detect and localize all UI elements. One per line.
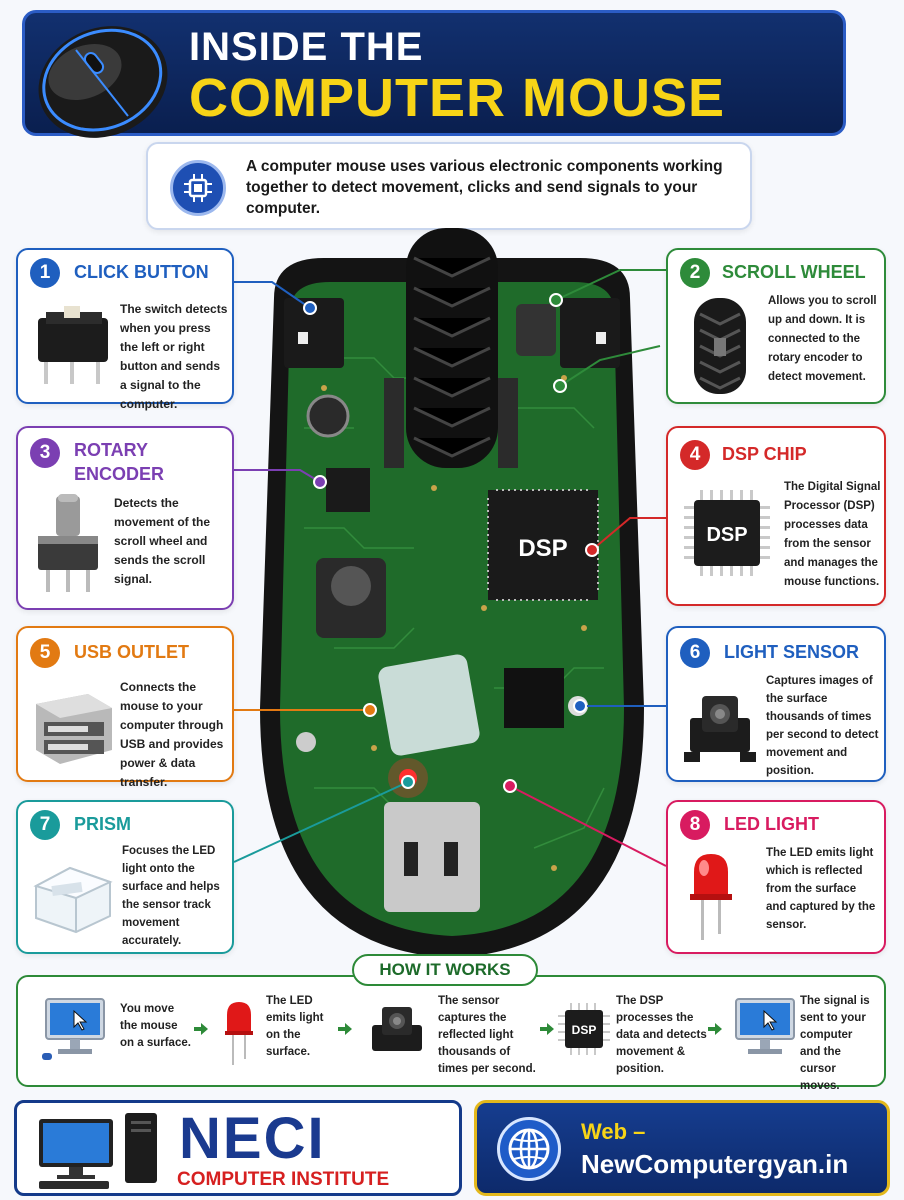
led-icon xyxy=(690,854,732,940)
dsp-chip-icon: DSP xyxy=(558,1003,610,1055)
computer-mouse-icon xyxy=(38,26,168,138)
card-led-light: 8 LED LIGHT The LED emits light which is… xyxy=(666,800,886,954)
monitor-cursor-icon xyxy=(42,998,105,1060)
globe-icon xyxy=(497,1117,561,1181)
institute-subtitle: COMPUTER INSTITUTE xyxy=(177,1169,390,1190)
step-dsp-label: DSP xyxy=(572,1023,597,1037)
card-click-button: 1 CLICK BUTTON The switch detects when y… xyxy=(16,248,234,411)
monitor-cursor-icon xyxy=(735,998,795,1054)
arrow-right-icon xyxy=(540,1023,554,1035)
title-line-1: INSIDE THE xyxy=(189,25,424,69)
usb-icon xyxy=(36,694,112,764)
card-number-4: 4 xyxy=(680,440,710,470)
how-it-works-title: HOW IT WORKS xyxy=(352,954,538,986)
institute-logo-box: NECI COMPUTER INSTITUTE xyxy=(14,1100,462,1196)
card-number-3: 3 xyxy=(30,438,60,468)
card-usb-outlet: 5 USB OUTLET Connects the mouse to your … xyxy=(16,626,234,789)
card-rotary-encoder: 3 ROTARY ENCODER Detects the movement of… xyxy=(16,426,234,610)
arrow-right-icon xyxy=(194,1023,208,1035)
sensor-icon xyxy=(684,696,756,762)
card-title-prism: PRISM xyxy=(74,814,132,834)
step-4-text: The DSP processes the data and detects m… xyxy=(616,995,707,1075)
card-prism: 7 PRISM Focuses the LED light onto the s… xyxy=(16,800,234,954)
card-desc-click-button: The switch detects when you press the le… xyxy=(120,302,228,411)
website-url[interactable]: NewComputergyan.in xyxy=(581,1149,849,1179)
step-3-text: The sensor captures the reflected light … xyxy=(438,995,536,1075)
card-number-8: 8 xyxy=(680,810,710,840)
dsp-chip-icon: DSP xyxy=(684,490,770,576)
board-dsp-label: DSP xyxy=(518,535,567,562)
card-desc-light-sensor: Captures images of the surface thousands… xyxy=(766,675,879,777)
web-label: Web – xyxy=(581,1119,646,1144)
card-light-sensor: 6 LIGHT SENSOR Captures images of the su… xyxy=(666,626,886,782)
card-desc-rotary-encoder: Detects the movement of the scroll wheel… xyxy=(114,496,211,586)
card-number-6: 6 xyxy=(680,638,710,668)
sensor-icon xyxy=(372,1007,422,1051)
desktop-computer-icon xyxy=(39,1113,157,1189)
intro-box: A computer mouse uses various electronic… xyxy=(146,142,752,230)
how-it-works-panel: You move the mouse on a surface. The LED… xyxy=(16,975,886,1092)
arrow-right-icon xyxy=(338,1023,352,1035)
card-desc-led-light: The LED emits light which is reflected f… xyxy=(766,847,876,931)
switch-icon xyxy=(38,306,108,384)
card-title-light-sensor: LIGHT SENSOR xyxy=(724,642,860,662)
prism-icon xyxy=(33,866,113,934)
card-number-5: 5 xyxy=(30,638,60,668)
card-scroll-wheel: 2 SCROLL WHEEL Allows you to scroll up a… xyxy=(666,248,886,404)
wheel-icon xyxy=(694,298,746,394)
arrow-right-icon xyxy=(708,1023,722,1035)
card-dsp-chip: 4 DSP CHIP DSP The Digital Signal Proces… xyxy=(666,426,886,606)
step-5-text: The signal is sent to your computer and … xyxy=(800,995,870,1092)
card-title-dsp-chip: DSP CHIP xyxy=(722,444,807,464)
step-1-text: You move the mouse on a surface. xyxy=(120,1003,191,1049)
led-icon xyxy=(225,1002,253,1065)
dsp-chip-label: DSP xyxy=(706,524,747,546)
card-desc-usb-outlet: Connects the mouse to your computer thro… xyxy=(120,680,224,789)
card-title-usb-outlet: USB OUTLET xyxy=(74,642,189,662)
title-line-2: COMPUTER MOUSE xyxy=(189,68,726,128)
chip-icon xyxy=(170,160,226,216)
card-title-led-light: LED LIGHT xyxy=(724,814,819,834)
card-desc-scroll-wheel: Allows you to scroll up and down. It is … xyxy=(768,295,877,383)
card-desc-prism: Focuses the LED light onto the surface a… xyxy=(122,845,220,947)
card-title-rotary-encoder-line2: ENCODER xyxy=(74,464,165,484)
step-2-text: The LED emits light on the surface. xyxy=(266,995,324,1058)
encoder-icon xyxy=(38,494,98,592)
card-title-click-button: CLICK BUTTON xyxy=(74,262,209,282)
mouse-circuit-board: DSP xyxy=(260,228,644,958)
card-title-rotary-encoder-line1: ROTARY xyxy=(74,440,148,460)
card-desc-dsp-chip: The Digital Signal Processor (DSP) proce… xyxy=(784,481,881,588)
card-number-1: 1 xyxy=(30,258,60,288)
website-box: Web – NewComputergyan.in xyxy=(474,1100,890,1196)
card-number-2: 2 xyxy=(680,258,710,288)
card-number-7: 7 xyxy=(30,810,60,840)
connector-lines xyxy=(233,269,667,867)
institute-name: NECI xyxy=(179,1106,326,1171)
intro-text: A computer mouse uses various electronic… xyxy=(246,158,723,217)
card-title-scroll-wheel: SCROLL WHEEL xyxy=(722,262,866,282)
